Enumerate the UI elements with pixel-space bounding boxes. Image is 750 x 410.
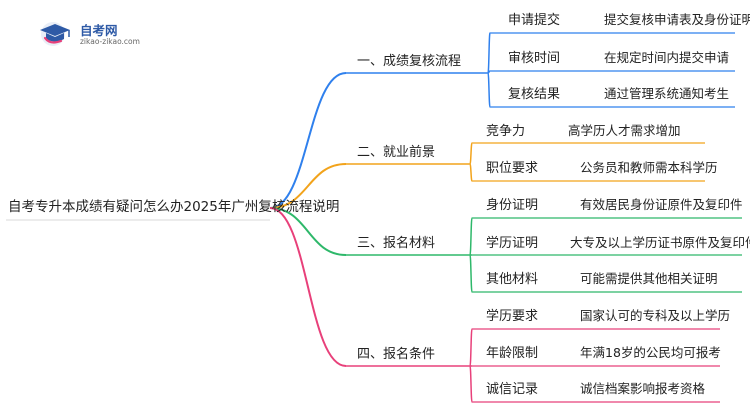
detail-competitiveness: 高学历人才需求增加 <box>568 123 681 138</box>
detail-education-requirement: 国家认可的专科及以上学历 <box>580 308 731 323</box>
detail-id-proof: 有效居民身份证原件及复印件 <box>580 197 743 212</box>
detail-job-requirement: 公务员和教师需本科学历 <box>580 160 718 175</box>
node-integrity-record: 诚信记录 <box>486 382 539 397</box>
branch-label-employment: 二、就业前景 <box>357 145 436 160</box>
branch-label-materials: 三、报名材料 <box>357 236 436 251</box>
sub-connector-4-3 <box>469 365 473 403</box>
detail-other-materials: 可能需提供其他相关证明 <box>580 271 718 286</box>
sub-connector-4-1 <box>469 328 473 367</box>
root-topic: 自考专升本成绩有疑问怎么办2025年广州复核流程说明 <box>8 199 340 215</box>
node-id-proof: 身份证明 <box>486 198 539 213</box>
node-education-proof: 学历证明 <box>486 236 539 251</box>
node-job-requirement: 职位要求 <box>486 161 539 176</box>
detail-review-result: 通过管理系统通知考生 <box>604 86 730 101</box>
detail-education-proof: 大专及以上学历证书原件及复印件 <box>570 235 750 250</box>
sub-connector-1-3 <box>487 72 491 108</box>
root-connector-3 <box>269 207 347 256</box>
site-logo: 自考网 zikao-zikao.com <box>36 18 146 48</box>
sub-connector-3-1 <box>469 217 473 256</box>
node-review-time: 审核时间 <box>508 51 561 66</box>
root-connector-4 <box>269 207 347 367</box>
node-apply-submit: 申请提交 <box>508 13 561 28</box>
root-connector-1 <box>269 72 347 209</box>
detail-review-time: 在规定时间内提交申请 <box>604 50 730 65</box>
node-age-limit: 年龄限制 <box>486 346 539 361</box>
root-connector-2 <box>269 163 347 209</box>
logo-name: 自考网 <box>80 23 118 38</box>
sub-connector-1-1 <box>487 32 491 74</box>
branch-label-conditions: 四、报名条件 <box>357 347 436 362</box>
sub-connector-3-3 <box>469 254 473 293</box>
node-competitiveness: 竞争力 <box>486 124 526 139</box>
branch-label-score-review: 一、成绩复核流程 <box>357 54 462 69</box>
node-other-materials: 其他材料 <box>486 272 539 287</box>
sub-connector-2-2 <box>469 163 473 182</box>
detail-apply-submit: 提交复核申请表及身份证明 <box>604 12 750 27</box>
detail-integrity-record: 诚信档案影响报考资格 <box>580 381 706 396</box>
node-education-requirement: 学历要求 <box>486 309 539 324</box>
detail-age-limit: 年满18岁的公民均可报考 <box>580 345 721 360</box>
graduation-cap-logo-icon <box>40 22 70 46</box>
logo-url: zikao-zikao.com <box>80 37 140 46</box>
node-review-result: 复核结果 <box>508 87 561 102</box>
sub-connector-2-1 <box>469 142 473 165</box>
